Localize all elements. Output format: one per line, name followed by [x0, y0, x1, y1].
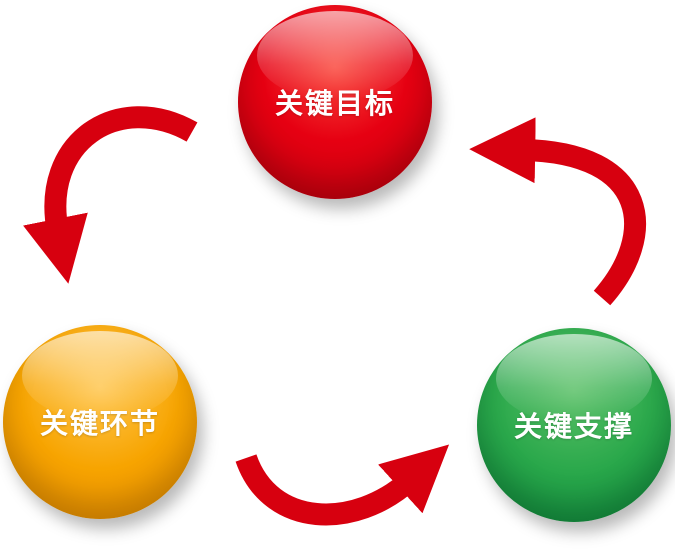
node-key-support-label: 关键支撑 [513, 410, 634, 443]
node-key-objective: 关键目标 [238, 5, 432, 199]
arrow-support-to-objective [469, 117, 646, 306]
arrow-link-to-support [235, 444, 450, 526]
node-key-link: 关键环节 [3, 325, 197, 519]
node-key-support: 关键支撑 [477, 328, 671, 522]
node-key-link-label: 关键环节 [39, 407, 160, 440]
node-key-objective-label: 关键目标 [274, 87, 395, 120]
arrow-objective-to-link [23, 106, 198, 284]
